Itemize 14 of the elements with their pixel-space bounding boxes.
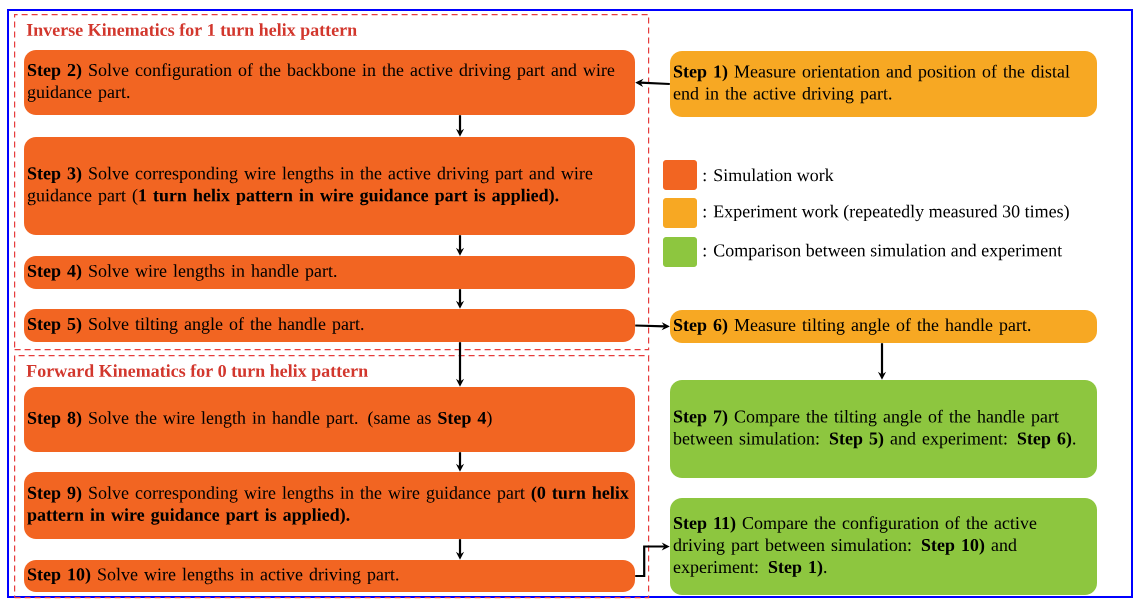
step-box: Step 2) Solve configuration of the backbone in the active driving part and wire guidance part. — [24, 50, 635, 115]
step-box: Step 10) Solve wire lengths in active driving part. — [24, 560, 635, 592]
legend-text: : Simulation work — [703, 168, 834, 182]
legend-text: : Comparison between simulation and experiment — [703, 243, 1063, 261]
step-box: Step 1) Measure orientation and position of the distal end in the active driving part. — [670, 51, 1097, 117]
step-box: Step 8) Solve the wire length in handle part. (same as Step 4) — [24, 387, 635, 452]
step-box: Step 7) Compare the tilting angle of the handle part between simulation: Step 5) and experiment: Step 6). — [670, 380, 1097, 478]
legend-text: : Experiment work (repeatedly measured 30 times) — [703, 204, 1069, 222]
step-box: Step 6) Measure tilting angle of the handle part. — [670, 310, 1097, 343]
step-box: Step 3) Solve corresponding wire lengths in the active driving part and wire guidance part (1 turn helix pattern in wire guidance part is applied). — [24, 137, 635, 235]
step-box: Step 11) Compare the configuration of the active driving part between simulation: Step 10) and experiment: Step 1). — [670, 498, 1097, 595]
step-box: Step 5) Solve tilting angle of the handle part. — [24, 309, 635, 342]
step-box: Step 9) Solve corresponding wire lengths in the wire guidance part (0 turn helix pattern in wire guidance part is applied). — [24, 472, 635, 539]
step-box: Step 4) Solve wire lengths in handle part. — [24, 256, 635, 289]
